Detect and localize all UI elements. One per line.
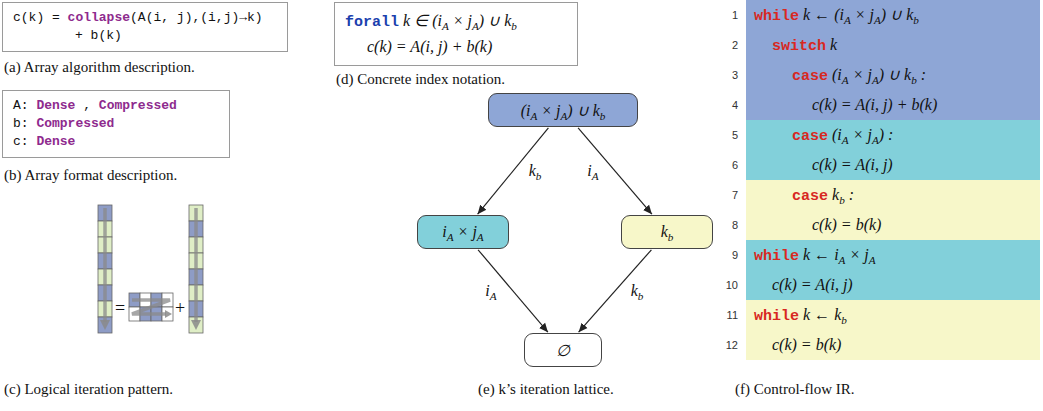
code-box: c(k) = collapse(A(i, j),(i,j)→k)+ b(k) xyxy=(2,2,288,52)
notation-box: forall k ∈ (iA × jA) ∪ kbc(k) = A(i, j) … xyxy=(334,2,578,66)
line-number: 7 xyxy=(720,188,738,202)
code-band: while k ← kb c(k) = b(k) xyxy=(746,300,1040,360)
line-number: 8 xyxy=(720,218,738,232)
node-text: forall k ∈ (iA × jA) ∪ kb xyxy=(345,9,567,35)
lattice-edge xyxy=(578,128,652,214)
plus-sign: + xyxy=(175,298,185,318)
line-number: 10 xyxy=(720,278,738,292)
edge-label: iA xyxy=(484,282,497,300)
node-text: ∅ xyxy=(556,341,570,360)
node-text: + b(k) xyxy=(13,27,277,45)
line-number: 1 xyxy=(720,8,738,22)
node-text: b: Compressed xyxy=(13,115,219,133)
iteration-arrow xyxy=(132,300,170,314)
node-text: c: Dense xyxy=(13,133,219,151)
code-line: switch k xyxy=(772,34,837,58)
edge-label: kb xyxy=(528,162,543,180)
line-number: 12 xyxy=(720,338,738,352)
line-number: 6 xyxy=(720,158,738,172)
code-line: while k ← (iA × jA) ∪ kb xyxy=(754,4,919,28)
line-number: 11 xyxy=(720,308,738,322)
lattice-node: (iA × jA) ∪ kb xyxy=(488,93,638,127)
node-text: c(k) = A(i, j) + b(k) xyxy=(345,35,567,59)
lattice-node: kb xyxy=(621,215,713,249)
lattice-edge xyxy=(579,250,652,332)
line-number: 2 xyxy=(720,38,738,52)
equals-sign: = xyxy=(115,298,125,318)
node-text: (iA × jA) ∪ kb xyxy=(521,101,606,120)
code-line: while k ← iA × jA xyxy=(754,244,876,268)
code-line: case (iA × jA) : xyxy=(792,124,893,148)
code-band: while k ← iA × jA c(k) = A(i, j) xyxy=(746,240,1040,300)
iteration-arrow xyxy=(103,208,107,322)
arrow-head xyxy=(100,320,110,330)
line-number: 9 xyxy=(720,248,738,262)
format-box: A: Dense , Compressedb: Compressedc: Den… xyxy=(2,90,230,158)
node-text: A: Dense , Compressed xyxy=(13,97,219,115)
lattice-edge xyxy=(478,128,549,214)
lattice-node: iA × jA xyxy=(417,215,509,249)
lattice-edge xyxy=(478,250,548,332)
code-line: c(k) = A(i, j) xyxy=(772,274,853,296)
panel-caption: (e) k’s iteration lattice. xyxy=(478,380,614,398)
panel-caption: (b) Array format description. xyxy=(4,166,177,184)
iteration-arrow xyxy=(194,208,198,322)
node-text: iA × jA xyxy=(442,223,483,241)
code-line: c(k) = b(k) xyxy=(772,334,841,356)
arrow-head xyxy=(191,320,201,330)
edge-label: iA xyxy=(586,162,599,180)
code-line: c(k) = A(i, j) + b(k) xyxy=(812,94,937,116)
line-number: 3 xyxy=(720,68,738,82)
panel-caption: (c) Logical iteration pattern. xyxy=(4,380,173,398)
panel-caption: (d) Concrete index notation. xyxy=(336,70,505,88)
code-line: c(k) = b(k) xyxy=(812,214,881,236)
panel-caption: (a) Array algorithm description. xyxy=(4,58,195,76)
code-line: case (iA × jA) ∪ kb : xyxy=(792,64,926,88)
edge-label: kb xyxy=(630,282,645,300)
code-band: while k ← (iA × jA) ∪ kb switch k case (iA… xyxy=(746,0,1040,120)
code-line: c(k) = A(i, j) xyxy=(812,154,893,176)
node-text: c(k) = collapse(A(i, j),(i,j)→k) xyxy=(13,9,277,27)
node-text: kb xyxy=(661,223,674,241)
code-line: while k ← kb xyxy=(754,304,847,328)
arrow-head xyxy=(165,310,172,318)
panel-caption: (f) Control-flow IR. xyxy=(735,380,855,398)
line-number: 5 xyxy=(720,128,738,142)
code-band: case (iA × jA) : c(k) = A(i, j) xyxy=(746,120,1040,180)
code-line: case kb : xyxy=(792,184,854,208)
code-band: case kb : c(k) = b(k) xyxy=(746,180,1040,240)
lattice-node: ∅ xyxy=(524,333,602,367)
line-number: 4 xyxy=(720,98,738,112)
